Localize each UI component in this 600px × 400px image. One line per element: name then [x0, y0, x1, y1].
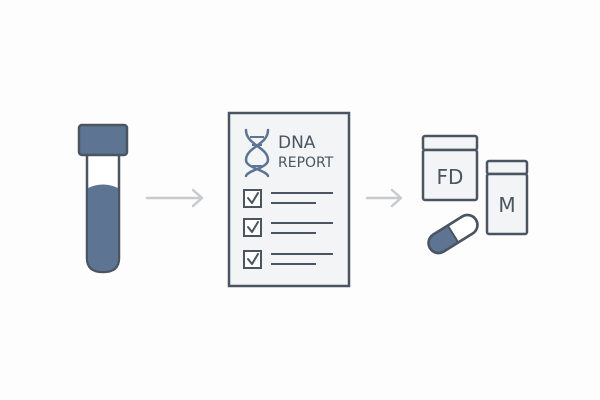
- bottle-body: [421, 148, 479, 202]
- dna-report-icon: DNA REPORT: [227, 111, 351, 288]
- checklist-row: [243, 189, 333, 208]
- test-tube-icon: [77, 123, 129, 274]
- bottle-label-m: M: [498, 193, 515, 217]
- arrow-right-icon: [365, 188, 403, 208]
- bottle-lid: [421, 134, 479, 152]
- bottle-m: M: [485, 159, 529, 236]
- test-tube-cap: [77, 123, 129, 157]
- bottle-lid: [485, 159, 529, 176]
- checklist-row: [243, 250, 333, 269]
- checklist-row: [243, 218, 333, 237]
- supplement-bottles-icon: FD M: [421, 134, 529, 255]
- bottle-label-fd: FD: [437, 165, 464, 189]
- dna-helix-icon: [244, 128, 270, 178]
- bottle-body: [485, 172, 529, 236]
- bottle-fd: FD: [421, 134, 479, 202]
- arrow-right-icon: [145, 188, 204, 208]
- test-tube-liquid: [88, 184, 118, 271]
- report-title-line1: DNA: [278, 133, 316, 153]
- capsule-pill-icon: [427, 213, 479, 255]
- report-title-line2: REPORT: [278, 155, 334, 171]
